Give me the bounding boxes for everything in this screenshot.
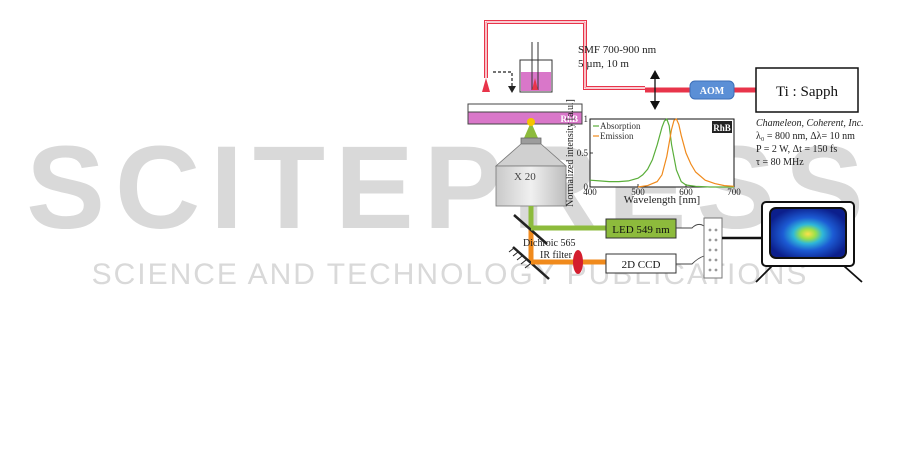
objective-label: X 20	[514, 171, 536, 183]
laser-box	[755, 67, 859, 113]
chart-title: RhB	[713, 123, 731, 133]
laser-label: Ti : Sapph	[776, 84, 838, 100]
chart-xtick-label: 500	[631, 187, 645, 197]
led-label: LED 549 nm	[612, 224, 670, 236]
laser-info-line2: λ₀ = 800 nm, Δλ= 10 nm	[756, 131, 855, 142]
chart-series-emission	[637, 118, 735, 188]
laser-info-line3: P = 2 W, Δt = 150 fs	[756, 144, 837, 155]
fiber-label-line2: 5 µm, 10 m	[578, 58, 629, 70]
chart-series-absorption	[589, 117, 734, 188]
watermark-line2: SCIENCE AND TECHNOLOGY PUBLICATIONS	[92, 258, 809, 291]
objective-lens: X 20	[494, 137, 568, 207]
arrow-head-icon	[508, 86, 516, 93]
ccd-cable	[676, 255, 705, 265]
laser-info-line1: Chameleon, Coherent, Inc.	[756, 118, 864, 129]
chart-xtick-label: 400	[583, 187, 597, 197]
sample-label: RhB	[560, 114, 578, 124]
chart-xlabel: Wavelength [nm]	[624, 194, 700, 206]
excitation-cone	[524, 122, 538, 138]
fiber-tip	[482, 78, 490, 92]
ccd-label: 2D CCD	[622, 259, 661, 271]
led-cable	[676, 223, 705, 229]
chart-xtick-label: 700	[727, 187, 741, 197]
chart-ytick-label: 1	[584, 114, 589, 124]
dichroic-label: Dichroic 565	[523, 238, 576, 249]
ir-filter-label: IR filter	[540, 250, 573, 261]
controller-box	[703, 217, 723, 279]
monitor-icon	[755, 201, 863, 283]
chart-ytick-label: 0	[584, 182, 589, 192]
laser-info-line4: τ = 80 MHz	[756, 157, 804, 168]
chart-legend-label: Absorption	[600, 121, 641, 131]
chart-ytick-label: 0.5	[577, 148, 589, 158]
ccd-box	[605, 253, 677, 274]
led-box	[605, 218, 677, 239]
focal-spot	[527, 118, 535, 126]
dichroic-mirror	[513, 214, 548, 245]
optical-fiber	[484, 20, 645, 90]
sample-slide: RhB	[467, 103, 583, 125]
watermark: SCITEPRESS SCIENCE AND TECHNOLOGY PUBLIC…	[26, 122, 874, 291]
chart-ylabel: Normalized intensity [a.u.]	[565, 99, 576, 207]
chart-legend-label: Emission	[600, 131, 634, 141]
fiber-label-line1: SMF 700-900 nm	[578, 44, 657, 56]
aom-label: AOM	[700, 86, 725, 97]
dashed-move-arrow	[493, 71, 513, 88]
coupling-lens	[650, 70, 660, 110]
chart-xtick-label: 600	[679, 187, 693, 197]
spectrum-chart: RhB Wavelength [nm] Normalized intensity…	[565, 99, 741, 207]
ir-filter	[573, 250, 583, 274]
aom-box	[689, 80, 735, 100]
watermark-line1: SCITEPRESS	[26, 122, 874, 254]
cuvette	[519, 42, 553, 93]
chart-title-bg	[712, 121, 732, 133]
